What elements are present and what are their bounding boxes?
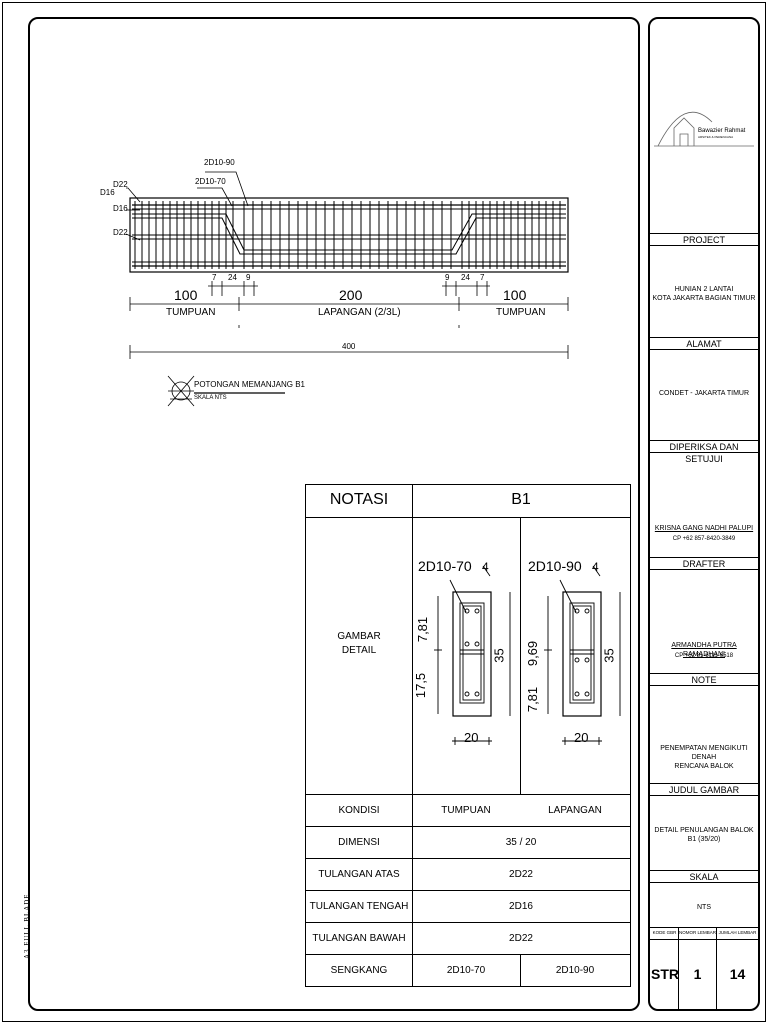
- table-row: TULANGAN BAWAH 2D22: [306, 922, 630, 954]
- section-lapangan-dim-b: 7,81: [525, 686, 541, 713]
- title-block-frame: [648, 17, 760, 1011]
- cross-sections-drawing: [434, 565, 621, 745]
- alamat-label: ALAMAT: [650, 337, 758, 350]
- stirrup-label-70: 2D10-70: [195, 177, 226, 186]
- company-logo: Bawazier Rahmat ARSITEK & PERENCANA: [654, 100, 754, 150]
- stirrup-label-90: 2D10-90: [204, 158, 235, 167]
- row-label: SENGKANG: [330, 965, 388, 976]
- jumlah-value: 14: [729, 966, 746, 982]
- span-value-2: 200: [339, 287, 363, 303]
- note-value: PENEMPATAN MENGIKUTI DENAH RENCANA BALOK: [660, 745, 748, 770]
- drafter-label: DRAFTER: [650, 557, 758, 570]
- bar-label-d16-side: D16: [100, 188, 115, 197]
- row-value-left: TUMPUAN: [441, 805, 491, 816]
- b1-header: B1: [511, 491, 531, 508]
- table-row: SENGKANG 2D10-70 2D10-90: [306, 954, 630, 986]
- bar-label-d22-bottom: D22: [113, 228, 128, 237]
- table-row: TULANGAN ATAS 2D22: [306, 858, 630, 890]
- diperiksa-phone: CP +62 857-8420-3849: [672, 536, 736, 542]
- row-label: TULANGAN ATAS: [318, 869, 400, 880]
- sheet-info-label-border: [650, 939, 758, 940]
- skala-value: NTS: [697, 904, 711, 911]
- nomor-value: 1: [693, 966, 702, 982]
- sheet-col-divider-1: [678, 927, 679, 1009]
- kode-label: KODE GBR: [652, 930, 677, 935]
- sheet-col-divider-2: [716, 927, 717, 1009]
- logo-subtext: ARSITEK & PERENCANA: [698, 135, 734, 139]
- row-value: 35 / 20: [505, 837, 537, 848]
- row-value-left: 2D10-70: [446, 965, 486, 976]
- table-row: KONDISI TUMPUAN LAPANGAN: [306, 794, 630, 826]
- section-lapangan-stirrup: 2D10-90: [528, 558, 582, 574]
- judul-value: DETAIL PENULANGAN BALOK B1 (35/20): [654, 827, 754, 843]
- drawing-frame: [28, 17, 640, 1011]
- project-label: PROJECT: [650, 233, 758, 246]
- small-dim-right-3: 7: [480, 273, 485, 282]
- span-label-2: LAPANGAN (2/3L): [318, 307, 401, 318]
- row-value-right: 2D10-90: [555, 965, 595, 976]
- section-tumpuan-dim-a: 7,81: [415, 616, 431, 643]
- alamat-value: CONDET - JAKARTA TIMUR: [658, 390, 750, 397]
- row-label: KONDISI: [338, 805, 380, 816]
- col-divider-split-bottom: [520, 954, 521, 986]
- span-value-3: 100: [503, 287, 527, 303]
- small-dim-left-2: 24: [228, 273, 237, 282]
- small-dim-right-2: 24: [461, 273, 470, 282]
- row-value: 2D22: [509, 869, 533, 880]
- small-dim-left-1: 7: [212, 273, 217, 282]
- section-lapangan-dim-a: 9,69: [525, 640, 541, 667]
- long-section-drawing: [125, 171, 569, 407]
- judul-label: JUDUL GAMBAR: [650, 783, 758, 796]
- section-tumpuan-stirrup: 2D10-70: [418, 558, 472, 574]
- small-dim-right-1: 9: [445, 273, 450, 282]
- section-lapangan-width: 20: [574, 730, 589, 745]
- section-tumpuan-height: 35: [491, 648, 507, 663]
- note-label: NOTE: [650, 673, 758, 686]
- small-dim-left-3: 9: [246, 273, 251, 282]
- section-tumpuan-top-dim: 4: [482, 560, 489, 574]
- row-value: 2D16: [509, 901, 533, 912]
- section-caption-scale: SKALA NTS: [194, 395, 227, 401]
- jumlah-label: JUMLAH LEMBAR: [718, 930, 757, 935]
- sheet-size-label: A3 FULL BLADE: [23, 893, 31, 959]
- kode-value: STR: [651, 966, 679, 982]
- sheet-info-top-border: [650, 927, 758, 928]
- bar-label-d22-top: D22: [113, 180, 128, 189]
- row-label: DIMENSI: [338, 837, 380, 848]
- project-value: HUNIAN 2 LANTAI KOTA JAKARTA BAGIAN TIMU…: [652, 286, 756, 302]
- detail-label: GAMBAR DETAIL: [337, 631, 381, 656]
- col-divider: [412, 485, 413, 986]
- notasi-table: NOTASI B1 GAMBAR DETAIL KONDISI TUMPUAN …: [305, 484, 631, 987]
- house-logo-icon: [654, 112, 754, 147]
- total-length: 400: [342, 342, 356, 351]
- notasi-header: NOTASI: [329, 491, 389, 508]
- row-value: 2D22: [509, 933, 533, 944]
- skala-label: SKALA: [650, 870, 758, 883]
- section-lapangan-height: 35: [601, 648, 617, 663]
- table-row: DIMENSI 35 / 20: [306, 826, 630, 858]
- span-value-1: 100: [174, 287, 198, 303]
- nomor-label: NOMOR LEMBAR: [679, 930, 717, 935]
- drafter-phone: CP +62 81-6111-6518: [674, 653, 734, 659]
- span-label-1: TUMPUAN: [166, 307, 216, 318]
- section-caption: POTONGAN MEMANJANG B1: [194, 380, 305, 389]
- logo-text: Bawazier Rahmat: [698, 128, 746, 134]
- span-label-3: TUMPUAN: [496, 307, 546, 318]
- section-tumpuan-width: 20: [464, 730, 479, 745]
- diperiksa-name: KRISNA GANG NADHI PALUPI: [654, 525, 754, 532]
- drafter-name: ARMANDHA PUTRA RAMADHANI: [671, 642, 737, 658]
- section-tumpuan-dim-b: 17,5: [413, 672, 429, 699]
- col-divider-split-top: [520, 517, 521, 794]
- row-label: TULANGAN BAWAH: [312, 933, 406, 944]
- table-row: TULANGAN TENGAH 2D16: [306, 890, 630, 922]
- diperiksa-label: DIPERIKSA DAN SETUJUI: [650, 440, 758, 464]
- section-lapangan-top-dim: 4: [592, 560, 599, 574]
- detail-row: GAMBAR DETAIL: [306, 517, 630, 794]
- bar-label-d16: D16: [113, 204, 128, 213]
- row-value-right: LAPANGAN: [548, 805, 602, 816]
- row-label: TULANGAN TENGAH: [309, 901, 409, 912]
